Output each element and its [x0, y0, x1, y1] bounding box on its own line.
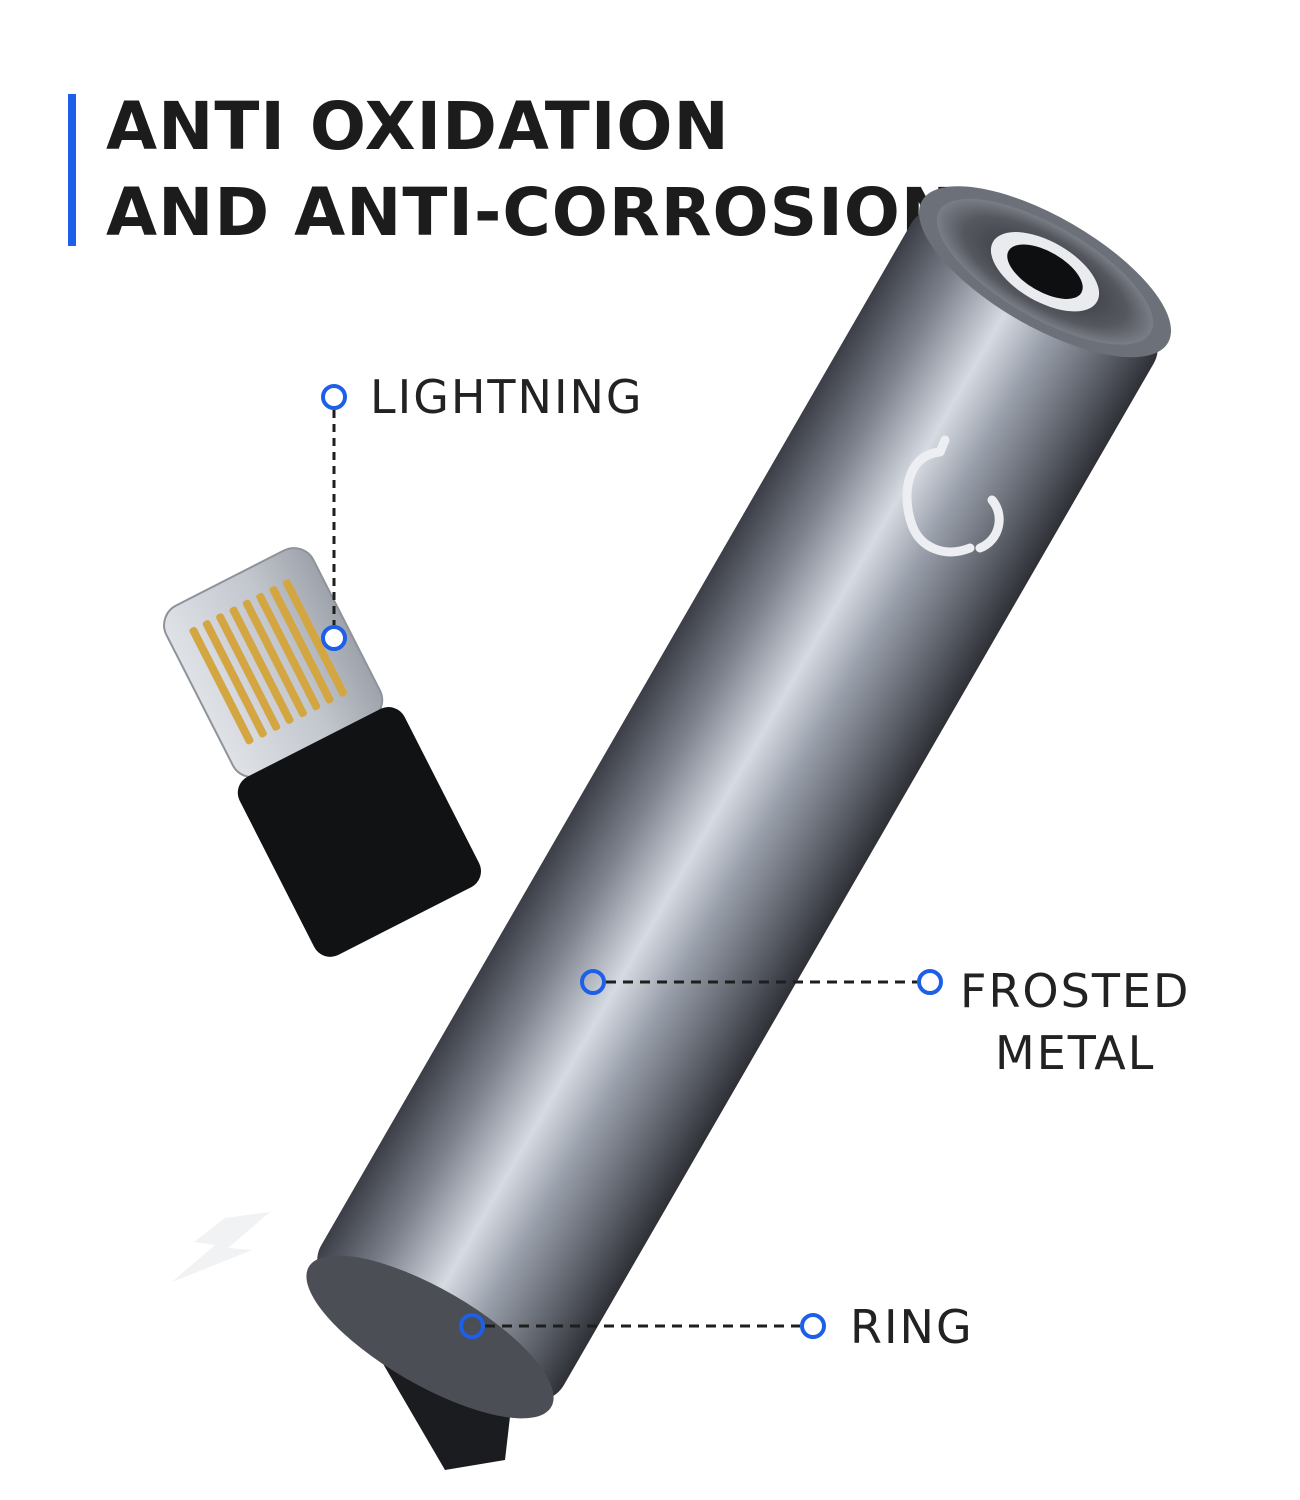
lightning-bolt-icon — [172, 1212, 270, 1282]
headphone-icon — [902, 435, 1004, 557]
callout-label-lightning: LIGHTNING — [370, 370, 644, 424]
callout-label-frosted-line1: FROSTED — [960, 964, 1191, 1018]
adapter-body — [306, 186, 1172, 1419]
lightning-connector — [163, 547, 482, 957]
callout-lightning-line — [321, 384, 347, 651]
callout-label-frosted-line2: METAL — [995, 1026, 1156, 1080]
accent-bar — [68, 94, 76, 246]
callout-ring-line — [459, 1313, 826, 1339]
callout-label-frosted-metal: FROSTED METAL — [960, 960, 1190, 1084]
callout-frosted-line — [580, 969, 943, 995]
title-line-2: AND ANTI-CORROSION — [106, 174, 958, 251]
page-title: ANTI OXIDATION AND ANTI-CORROSION — [106, 84, 957, 256]
callout-label-ring: RING — [850, 1300, 974, 1354]
title-line-1: ANTI OXIDATION — [106, 88, 730, 165]
